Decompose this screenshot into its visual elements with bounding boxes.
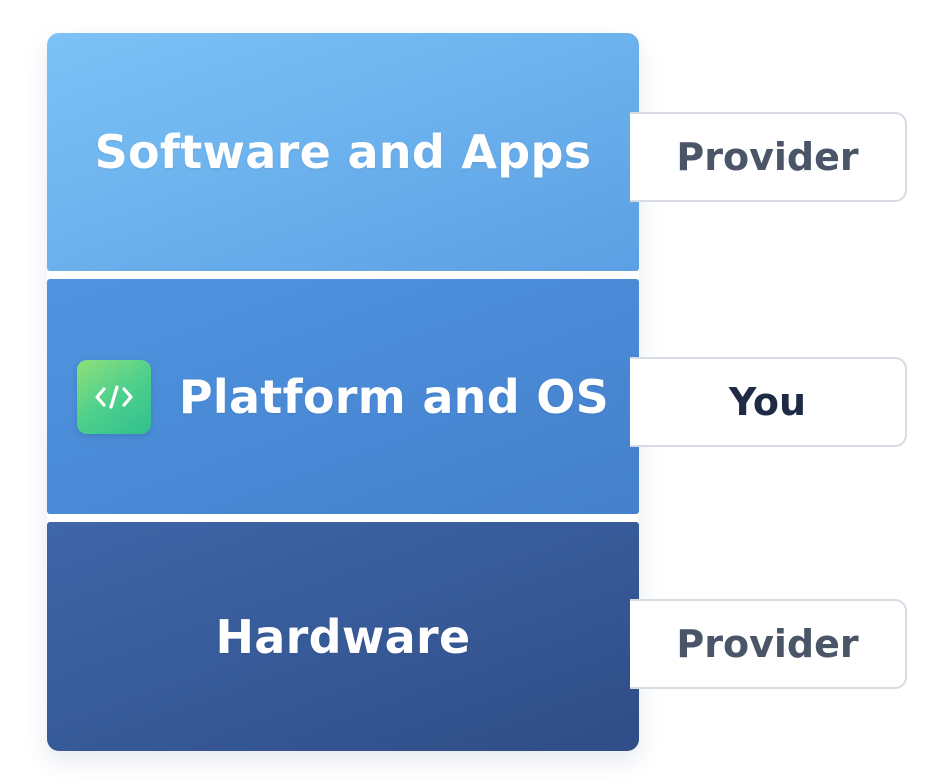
platform-layer-label: Platform and OS: [178, 369, 610, 424]
platform-layer: Platform and OS: [47, 279, 639, 514]
code-brackets-icon: [76, 359, 151, 434]
platform-owner-tag: You: [630, 357, 907, 447]
software-owner-label: Provider: [676, 135, 859, 179]
hardware-layer: Hardware: [47, 522, 639, 751]
software-owner-tag: Provider: [630, 112, 907, 202]
hardware-layer-label: Hardware: [215, 609, 471, 664]
software-layer: Software and Apps: [47, 33, 639, 271]
hardware-owner-tag: Provider: [630, 599, 907, 689]
platform-owner-label: You: [728, 380, 807, 424]
hardware-owner-label: Provider: [676, 622, 859, 666]
software-layer-label: Software and Apps: [94, 125, 592, 179]
